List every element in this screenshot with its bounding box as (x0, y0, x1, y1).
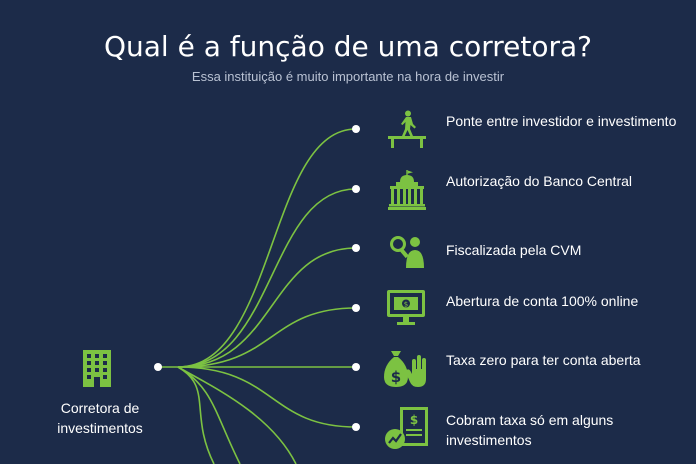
connector-curve (177, 307, 357, 368)
svg-text:$: $ (410, 413, 418, 427)
source-node-dot (154, 363, 162, 371)
endpoint-dot-6 (352, 423, 360, 431)
connector-curve (177, 366, 241, 464)
building-icon (83, 350, 111, 387)
item-label-3: Fiscalizada pela CVM (446, 242, 582, 258)
receipt-chart-icon: $ (385, 407, 428, 449)
item-label-5: Taxa zero para ter conta aberta (446, 352, 641, 368)
magnifier-person-icon (390, 236, 424, 268)
page-subtitle: Essa instituição é muito importante na h… (191, 69, 505, 84)
connector-curve (177, 366, 215, 464)
connector-curve (177, 247, 357, 368)
bank-building-icon (388, 170, 426, 210)
money-bag-hand-icon: $ (384, 351, 426, 387)
monitor-money-icon: $ (387, 290, 425, 325)
endpoint-dot-4 (352, 304, 360, 312)
connector-curve (177, 128, 357, 368)
bridge-person-icon (388, 110, 426, 148)
endpoint-dot-5 (352, 363, 360, 371)
endpoint-dot-3 (352, 244, 360, 252)
item-label-1: Ponte entre investidor e investimento (446, 113, 677, 129)
connector-curve (177, 188, 357, 368)
page-title: Qual é a função de uma corretora? (103, 30, 593, 63)
connector-curve (177, 366, 297, 464)
item-label-4: Abertura de conta 100% online (446, 293, 639, 309)
svg-text:$: $ (391, 368, 401, 386)
svg-text:$: $ (404, 301, 408, 309)
connector-curve (177, 366, 357, 428)
endpoint-dot-2 (352, 185, 360, 193)
endpoint-dot-1 (352, 125, 360, 133)
item-label-6: Cobram taxa só em alguns investimentos (446, 412, 614, 448)
item-label-2: Autorização do Banco Central (446, 173, 632, 189)
source-label: Corretora de investimentos (57, 400, 143, 436)
